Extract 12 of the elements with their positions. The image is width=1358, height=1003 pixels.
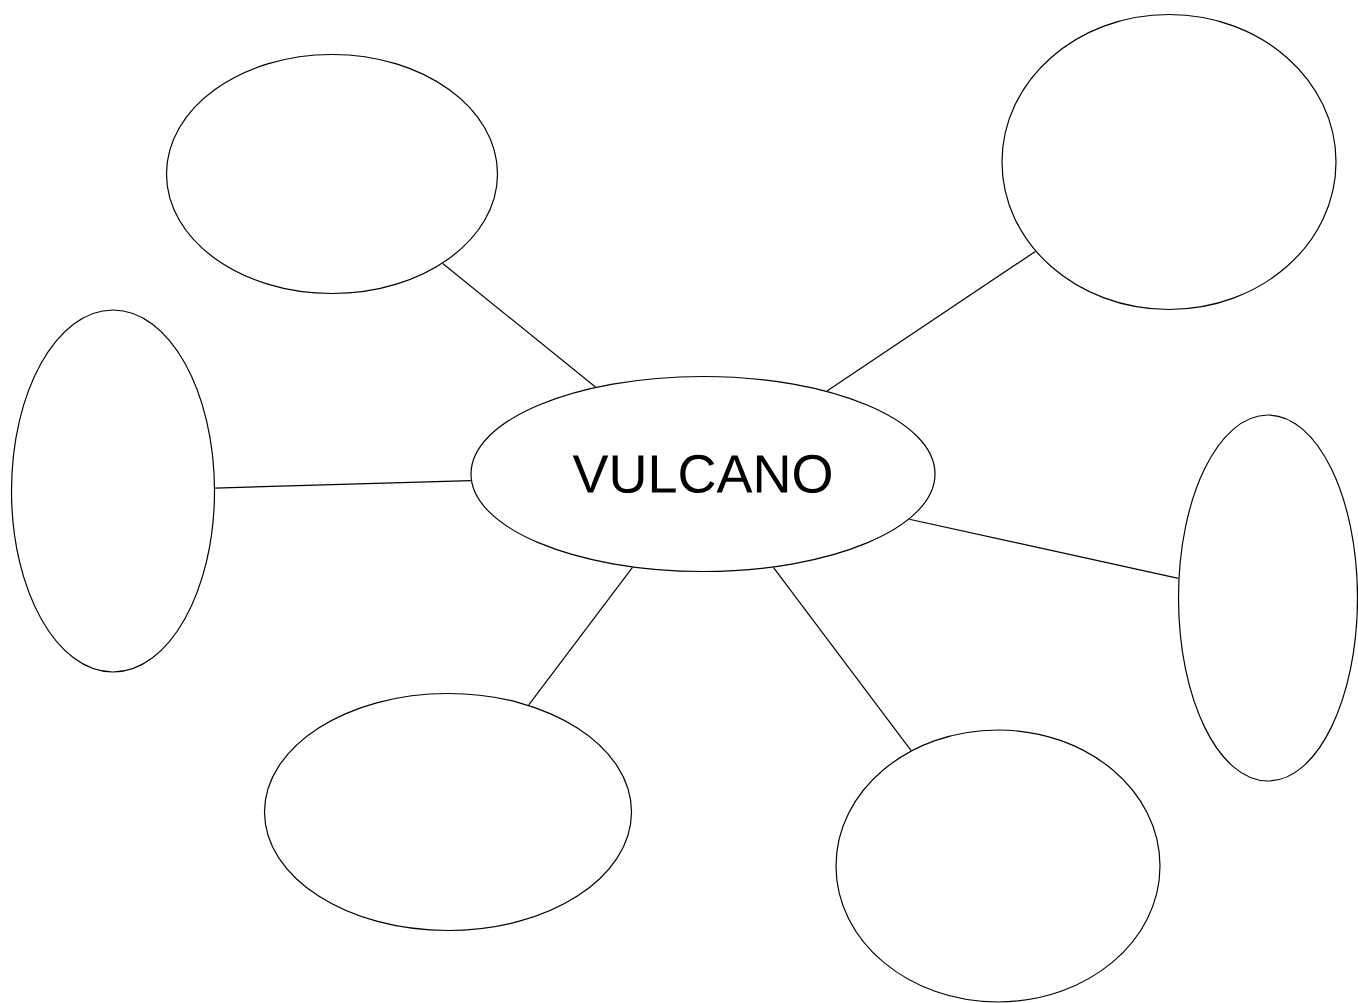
- connector-line: [528, 566, 634, 706]
- empty-ellipse: [263, 692, 633, 932]
- connector-line: [214, 480, 472, 489]
- empty-ellipse: [1001, 13, 1337, 311]
- connector-line: [442, 262, 597, 388]
- connector-line: [826, 250, 1036, 392]
- connector-line: [772, 566, 912, 752]
- empty-ellipse: [165, 53, 499, 295]
- connector-line: [908, 518, 1180, 579]
- empty-ellipse: [835, 729, 1161, 1003]
- empty-ellipse: [10, 309, 216, 673]
- empty-ellipse: [1177, 414, 1358, 782]
